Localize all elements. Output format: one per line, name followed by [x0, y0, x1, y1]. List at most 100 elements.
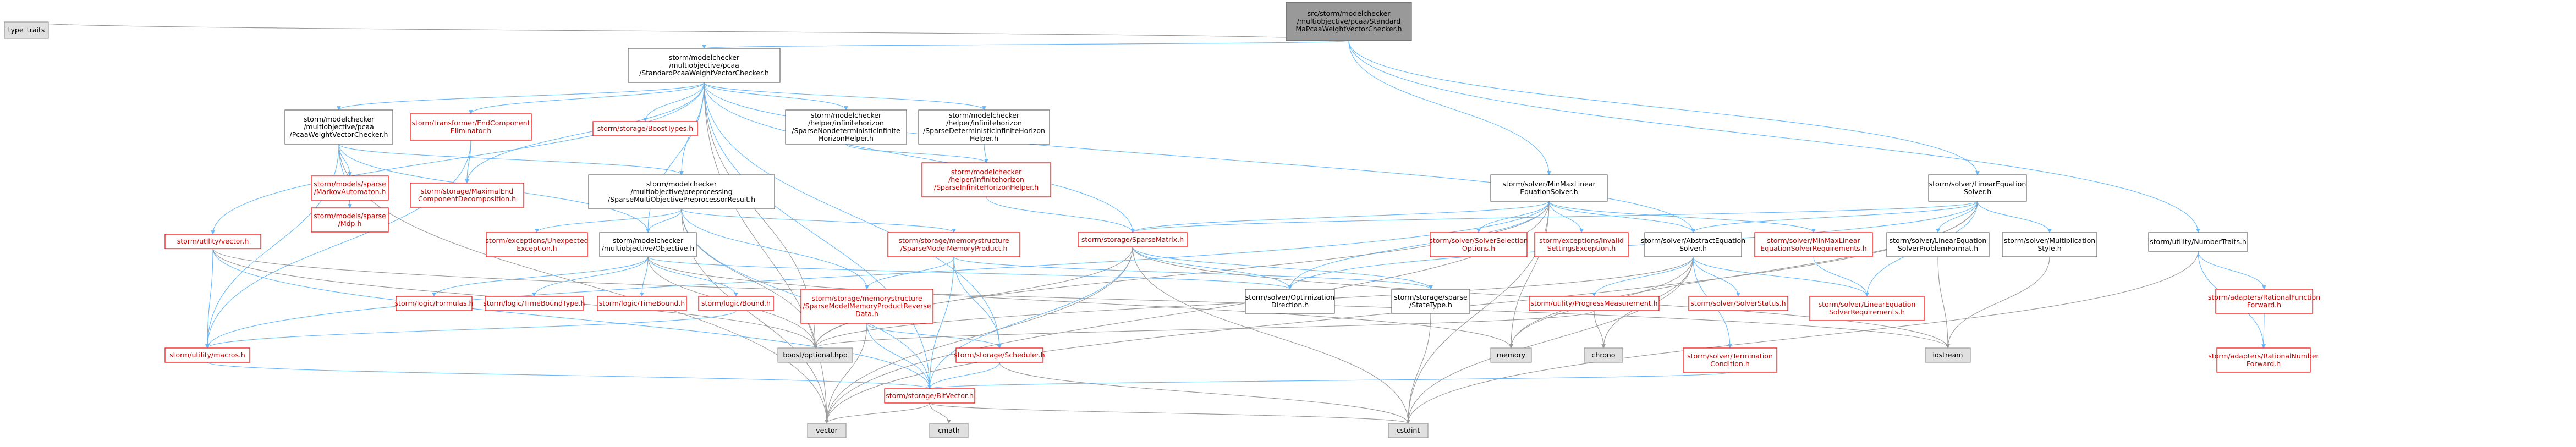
node-box: [1809, 296, 1925, 321]
edge-sparsematrix-to-optdir: [1132, 246, 1292, 290]
edge-std_h-to-maxend: [465, 82, 705, 184]
node-probformat[interactable]: storm/solver/LinearEquationSolverProblem…: [1886, 232, 1990, 257]
node-label-line: EquationSolverRequirements.h: [1760, 244, 1866, 252]
node-minmax[interactable]: storm/solver/MinMaxLinearEquationSolver.…: [1490, 174, 1608, 202]
edge-minmax-to-absEq: [1548, 201, 1695, 233]
node-bitvector[interactable]: storm/storage/BitVector.h: [884, 388, 975, 404]
node-markov[interactable]: storm/models/sparse/MarkovAutomaton.h: [311, 175, 389, 201]
node-bound[interactable]: storm/logic/Bound.h: [698, 296, 774, 311]
node-det[interactable]: storm/modelchecker/helper/infinitehorizo…: [918, 109, 1050, 145]
node-nondet[interactable]: storm/modelchecker/helper/infinitehorizo…: [785, 109, 907, 145]
node-label-line: storm/solver/AbstractEquation: [1641, 236, 1745, 245]
node-label-line: storm/utility/ProgressMeasurement.h: [1530, 299, 1657, 307]
edge-vector_h-to-iostream: [212, 248, 1950, 349]
node-solverstatus[interactable]: storm/solver/SolverStatus.h: [1688, 296, 1788, 311]
edge-std_h-to-boosttypes: [643, 82, 705, 122]
node-lineqreq[interactable]: storm/solver/LinearEquationSolverRequire…: [1809, 296, 1925, 321]
node-vector_h[interactable]: storm/utility/vector.h: [164, 234, 261, 249]
node-box: [597, 296, 687, 311]
node-label-line: cmath: [938, 426, 960, 434]
node-statetype[interactable]: storm/storage/sparse/StateType.h: [1391, 289, 1470, 314]
edge-sparsematrix-to-bitvector: [927, 246, 1133, 389]
edge-linear-to-memory: [1509, 201, 1978, 349]
edge-objective-to-timeboundtype: [532, 256, 649, 297]
node-label-line: /SparseDeterministicInfiniteHorizon: [923, 126, 1045, 135]
node-memprod[interactable]: storm/storage/memorystructure/SparseMode…: [887, 232, 1020, 257]
node-iostream: iostream: [1925, 347, 1971, 363]
node-label-line: storm/utility/vector.h: [177, 237, 249, 245]
node-formulas[interactable]: storm/logic/Formulas.h: [395, 296, 474, 311]
node-box: [921, 162, 1051, 197]
dependency-edges: [25, 21, 2266, 424]
node-timebound[interactable]: storm/logic/TimeBound.h: [597, 296, 687, 311]
node-box: [800, 289, 933, 324]
node-label-line: storm/modelchecker: [669, 53, 740, 62]
node-pcaaWVC[interactable]: storm/modelchecker/multiobjective/pcaa/P…: [284, 109, 393, 145]
edge-statetype-to-cstdint: [1406, 313, 1431, 424]
node-objective[interactable]: storm/modelchecker/multiobjective/Object…: [599, 232, 697, 257]
node-label-line: EquationSolver.h: [1520, 187, 1578, 196]
node-minmaxreq[interactable]: storm/solver/MinMaxLinearEquationSolverR…: [1754, 232, 1873, 257]
node-label-line: storm/storage/MaximalEnd: [421, 187, 513, 195]
node-sparsematrix[interactable]: storm/storage/SparseMatrix.h: [1078, 232, 1188, 247]
node-std_h[interactable]: storm/modelchecker/multiobjective/pcaa/S…: [628, 48, 781, 83]
node-timeboundtype[interactable]: storm/logic/TimeBoundType.h: [483, 296, 585, 311]
node-label-line: storm/modelchecker: [949, 111, 1020, 119]
node-label-line: storm/solver/LinearEquation: [1819, 300, 1916, 308]
node-box: [1928, 174, 2027, 202]
node-mdp[interactable]: storm/models/sparse/Mdp.h: [311, 207, 389, 233]
node-label-line: storm/exceptions/Invalid: [1539, 236, 1624, 245]
edge-absEq-to-progress: [1592, 256, 1694, 297]
node-endcomp[interactable]: storm/transformer/EndComponentEliminator…: [410, 113, 532, 141]
edge-std_h-to-sparsematrix: [704, 82, 1135, 233]
node-label-line: storm/modelchecker: [646, 180, 717, 188]
node-label-line: storm/transformer/EndComponent: [411, 119, 530, 127]
node-progress[interactable]: storm/utility/ProgressMeasurement.h: [1529, 296, 1660, 311]
node-box: [1886, 232, 1990, 257]
node-root[interactable]: src/storm/modelchecker/multiobjective/pc…: [1286, 2, 1412, 41]
node-numtraits[interactable]: storm/utility/NumberTraits.h: [2148, 232, 2248, 252]
node-reversedata[interactable]: storm/storage/memorystructure/SparseMode…: [800, 289, 933, 324]
node-label-line: storm/logic/Formulas.h: [395, 299, 474, 307]
node-label-line: SettingsException.h: [1547, 244, 1616, 252]
edge-multstyle-to-iostream: [1946, 256, 2050, 349]
node-label-line: storm/storage/SparseMatrix.h: [1081, 235, 1184, 244]
node-label-line: Solver.h: [1679, 244, 1707, 252]
node-invalidsettings[interactable]: storm/exceptions/InvalidSettingsExceptio…: [1534, 232, 1629, 257]
edge-termination-to-bitvector: [927, 372, 1731, 389]
node-box: [1388, 423, 1429, 438]
node-boosttypes[interactable]: storm/storage/BoostTypes.h: [592, 121, 698, 136]
node-label-line: /helper/infinitehorizon: [808, 119, 884, 127]
node-infhelper[interactable]: storm/modelchecker/helper/infinitehorizo…: [921, 162, 1051, 197]
node-macros[interactable]: storm/utility/macros.h: [164, 347, 250, 363]
node-label-line: SolverRequirements.h: [1829, 308, 1905, 316]
node-label-line: /SparseModelMemoryProductReverse: [803, 302, 931, 310]
node-label-line: /helper/infinitehorizon: [946, 119, 1022, 127]
node-scheduler[interactable]: storm/storage/Scheduler.h: [954, 347, 1045, 363]
node-box: [311, 175, 389, 201]
node-label-line: ComponentDecomposition.h: [418, 195, 516, 203]
node-label-line: Exception.h: [517, 244, 557, 252]
node-box: [485, 296, 584, 311]
edge-nondet-to-infhelper: [845, 144, 988, 163]
node-box: [1925, 347, 1971, 363]
edge-preproc-to-reversedata: [681, 208, 869, 290]
node-label-line: /MarkovAutomaton.h: [314, 187, 386, 196]
node-label-line: storm/adapters/RationalFunction: [2208, 293, 2320, 301]
node-label-line: /multiobjective/pcaa: [304, 123, 374, 131]
edge-std_h-to-absEq: [704, 82, 1695, 233]
edge-memprod-to-bitvector: [927, 256, 954, 389]
node-box: [1683, 347, 1777, 373]
node-label-line: Condition.h: [1710, 360, 1750, 368]
node-preproc[interactable]: storm/modelchecker/multiobjective/prepro…: [588, 174, 775, 209]
node-maxend[interactable]: storm/storage/MaximalEndComponentDecompo…: [410, 183, 524, 208]
